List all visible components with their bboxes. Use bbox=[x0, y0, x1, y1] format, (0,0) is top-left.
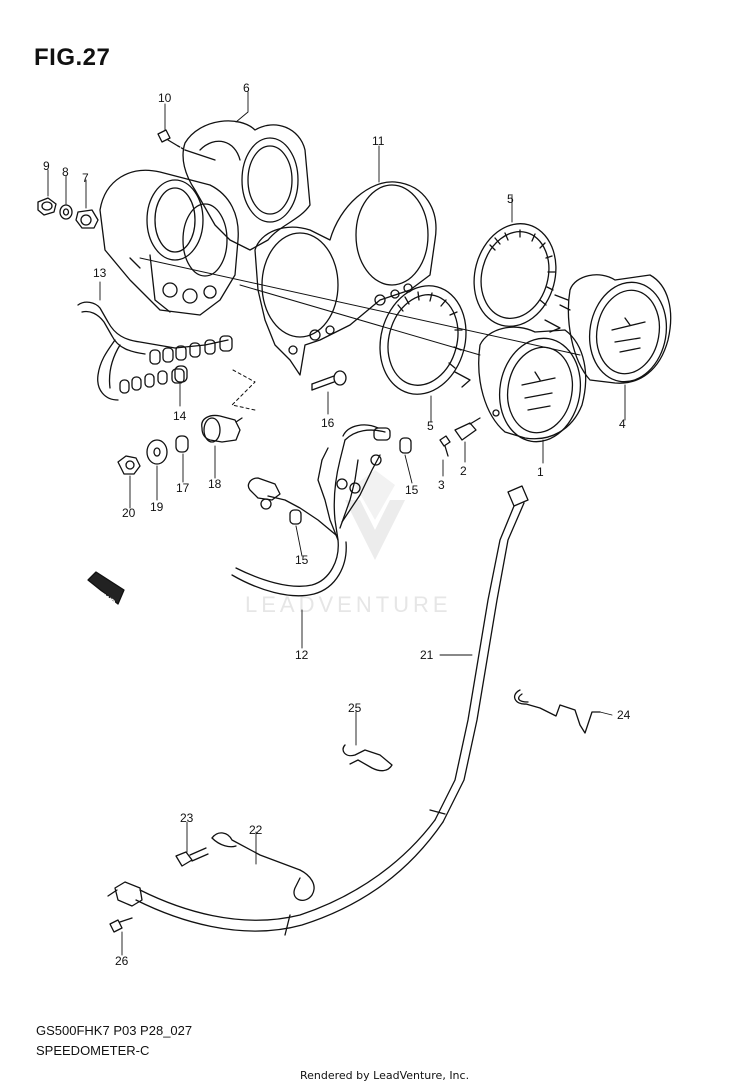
screw-10 bbox=[157, 129, 186, 151]
bulb-2 bbox=[454, 417, 481, 441]
model-code: GS500FHK7 P03 P28_027 bbox=[36, 1023, 193, 1038]
callout-24: 24 bbox=[617, 708, 631, 722]
watermark-text: LEADVENTURE bbox=[245, 592, 452, 617]
screw-26 bbox=[109, 917, 133, 933]
callout-21: 21 bbox=[420, 648, 434, 662]
callouts: 1 2 3 4 5 5 6 7 8 9 10 11 12 13 14 15 15… bbox=[43, 81, 631, 968]
callout-7: 7 bbox=[82, 171, 89, 185]
callout-15-left: 15 bbox=[295, 553, 309, 567]
bulb-17 bbox=[175, 435, 189, 453]
callout-17: 17 bbox=[176, 481, 190, 495]
leader-lines bbox=[47, 91, 626, 956]
callout-20: 20 bbox=[122, 506, 136, 520]
grommet-20 bbox=[117, 455, 141, 475]
callout-12: 12 bbox=[295, 648, 309, 662]
meter-case-lower bbox=[99, 169, 239, 316]
callout-3: 3 bbox=[438, 478, 445, 492]
callout-10: 10 bbox=[158, 91, 172, 105]
callout-13: 13 bbox=[93, 266, 107, 280]
callout-26: 26 bbox=[115, 954, 129, 968]
callout-23: 23 bbox=[180, 811, 194, 825]
section-name: SPEEDOMETER-C bbox=[36, 1043, 150, 1058]
callout-5-upper: 5 bbox=[507, 192, 514, 206]
callout-15-right: 15 bbox=[405, 483, 419, 497]
screw-16 bbox=[311, 370, 347, 391]
washer-19 bbox=[146, 439, 168, 465]
bezel-gasket bbox=[254, 181, 437, 376]
figure-title: FIG.27 bbox=[34, 44, 111, 71]
callout-1: 1 bbox=[537, 465, 544, 479]
callout-22: 22 bbox=[249, 823, 263, 837]
callout-4: 4 bbox=[619, 417, 626, 431]
grommet-7 bbox=[75, 209, 99, 229]
callout-9: 9 bbox=[43, 159, 50, 173]
callout-6: 6 bbox=[243, 81, 250, 95]
callout-14: 14 bbox=[173, 409, 187, 423]
fwd-arrow bbox=[87, 571, 125, 605]
clip-24 bbox=[513, 689, 601, 734]
clip-25 bbox=[342, 744, 393, 772]
callout-8: 8 bbox=[62, 165, 69, 179]
screw-3 bbox=[439, 435, 451, 457]
meter-ring-upper bbox=[473, 223, 557, 327]
bolt-23 bbox=[175, 847, 209, 867]
callout-19: 19 bbox=[150, 500, 164, 514]
callout-25: 25 bbox=[348, 701, 362, 715]
callout-5-lower: 5 bbox=[427, 419, 434, 433]
tachometer-gauge bbox=[478, 326, 587, 443]
speedometer-cable-21 bbox=[107, 485, 529, 936]
washer-8 bbox=[59, 204, 73, 220]
speedometer-gauge bbox=[544, 274, 672, 384]
bulb-14 bbox=[174, 365, 188, 383]
callout-11: 11 bbox=[372, 134, 385, 148]
callout-2: 2 bbox=[460, 464, 467, 478]
credit-line: Rendered by LeadVenture, Inc. bbox=[300, 1069, 470, 1082]
clamp-22 bbox=[211, 832, 315, 901]
wiring-harness-12 bbox=[231, 424, 412, 597]
meter-ring-lower bbox=[379, 285, 471, 395]
watermark: LEADVENTURE bbox=[245, 470, 452, 617]
socket-harness-13 bbox=[77, 301, 233, 401]
socket-18 bbox=[201, 414, 243, 443]
callout-16: 16 bbox=[321, 416, 335, 430]
callout-18: 18 bbox=[208, 477, 222, 491]
nut-9 bbox=[37, 197, 57, 216]
